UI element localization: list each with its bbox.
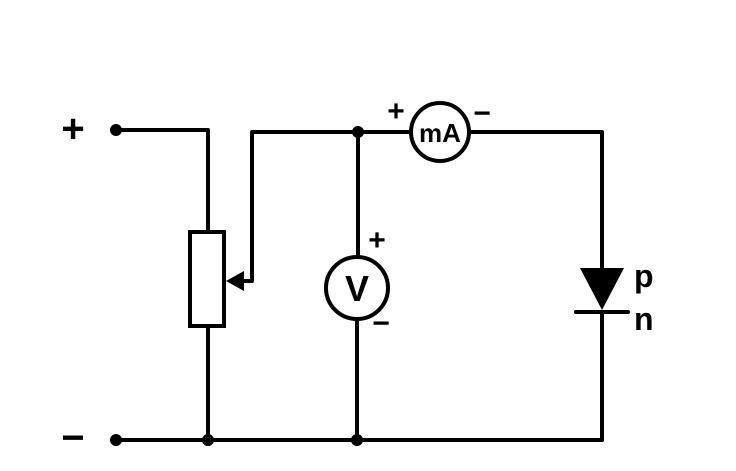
ammeter-to-diode-wire (467, 130, 604, 270)
top-input-wire (114, 128, 210, 234)
ammeter-plus-sign: + (387, 95, 405, 128)
voltmeter-label: V (345, 268, 369, 309)
input-minus-label: − (61, 416, 84, 460)
input-plus-label: + (61, 107, 84, 151)
ammeter-minus-sign: − (473, 97, 491, 130)
wiper-wire (238, 130, 360, 283)
junction-bottom-mid (351, 434, 363, 446)
wiper-arrow (226, 271, 244, 291)
diode-n-label: n (634, 301, 654, 337)
potentiometer (188, 230, 226, 328)
voltmeter-minus-sign: − (372, 307, 390, 340)
diode-p-label: p (634, 258, 654, 294)
junction-bottom-left (202, 434, 214, 446)
voltmeter-plus-sign: + (368, 224, 386, 257)
junction-top (352, 126, 364, 138)
diode-triangle (580, 268, 624, 310)
ammeter-label: mA (419, 118, 461, 148)
